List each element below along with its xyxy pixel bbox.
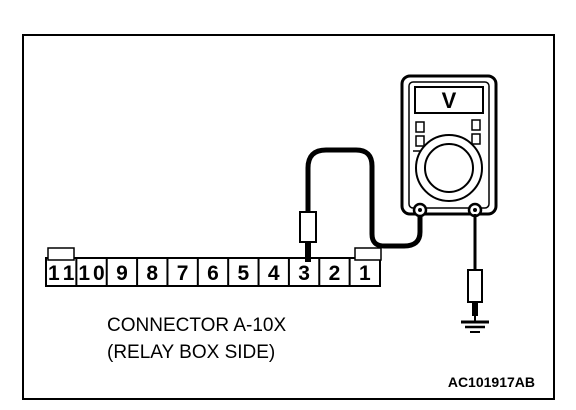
pin-8-label: 8 bbox=[146, 262, 158, 285]
meter-display bbox=[414, 86, 484, 114]
meter-button-2 bbox=[415, 135, 425, 147]
connector-body bbox=[45, 257, 381, 287]
probe-tip-connector bbox=[305, 242, 311, 262]
meter-button-4 bbox=[471, 133, 481, 145]
meter-v-terminal-core bbox=[473, 208, 477, 212]
diagram-frame bbox=[22, 34, 555, 400]
lead-wire-connector bbox=[305, 147, 423, 249]
pin-5-label: 5 bbox=[238, 262, 250, 285]
meter-dial-knob bbox=[424, 143, 474, 193]
connector-label-line2: (RELAY BOX SIDE) bbox=[107, 342, 275, 363]
pin-1-label: 1 bbox=[359, 262, 371, 285]
meter-com-terminal-core bbox=[418, 208, 422, 212]
multimeter: V bbox=[400, 74, 498, 218]
pin-2-label: 2 bbox=[329, 262, 341, 285]
ground-symbol-icon bbox=[461, 316, 489, 333]
pin-6-label: 6 bbox=[207, 262, 219, 285]
probe-tip-ground bbox=[472, 302, 478, 316]
probe-grip-ground bbox=[467, 269, 483, 303]
pin-9-label: 9 bbox=[116, 262, 128, 285]
meter-button-1 bbox=[415, 121, 425, 133]
figure-code: AC101917AB bbox=[448, 374, 535, 390]
connector-left-tab bbox=[47, 247, 75, 261]
probe-lead-connector bbox=[299, 147, 423, 262]
probe-lead-ground bbox=[461, 214, 489, 333]
connector-right-tab bbox=[354, 247, 382, 261]
pin-3-label: 3 bbox=[298, 262, 310, 285]
meter-display-symbol: V bbox=[442, 88, 457, 113]
pin-4-label: 4 bbox=[268, 262, 280, 285]
probe-grip-connector bbox=[299, 211, 317, 243]
meter-inner-panel bbox=[408, 81, 490, 209]
meter-button-3 bbox=[471, 119, 481, 131]
connector-label-line1: CONNECTOR A-10X bbox=[107, 315, 286, 336]
pin-7-label: 7 bbox=[177, 262, 189, 285]
